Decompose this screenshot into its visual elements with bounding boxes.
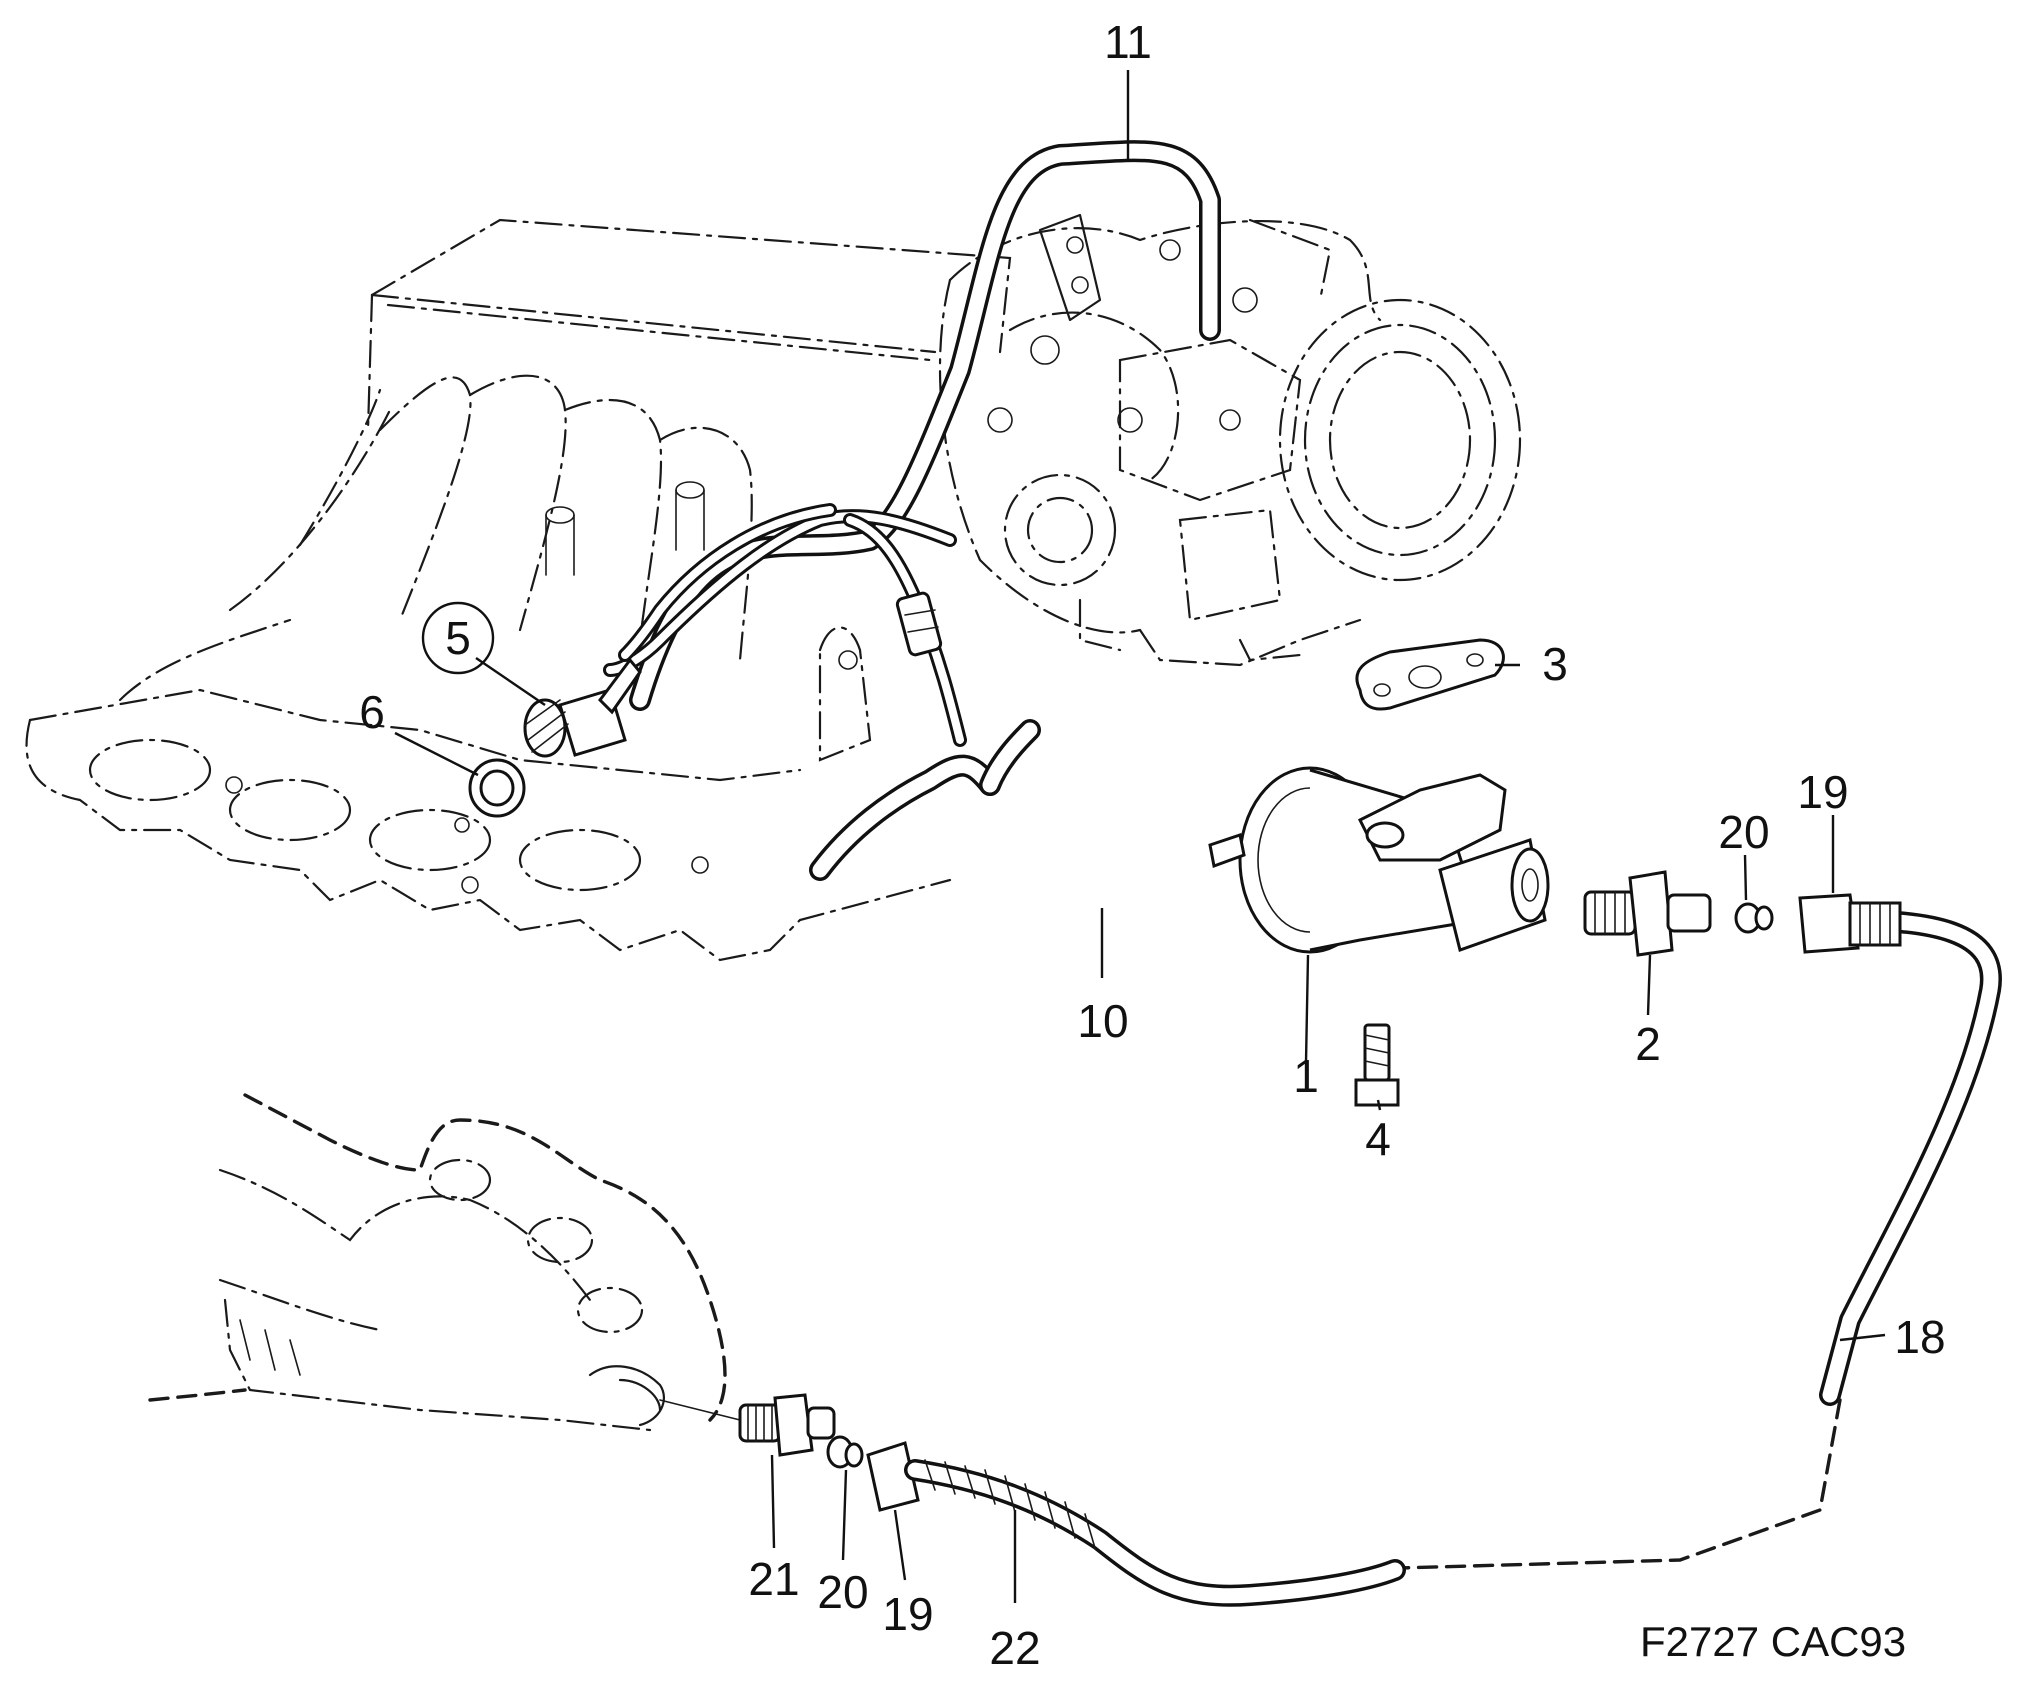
callout-22: 22: [989, 1622, 1040, 1674]
callout-19-lower: 19: [882, 1588, 933, 1640]
callout-11: 11: [1104, 16, 1152, 68]
sensor-part-5: [523, 657, 642, 758]
callout-2: 2: [1635, 1018, 1661, 1070]
callout-18: 18: [1894, 1311, 1945, 1363]
washer-part-20-lower: [826, 1435, 864, 1469]
callout-3: 3: [1542, 638, 1568, 690]
callout-6: 6: [359, 686, 385, 738]
callout-5: 5: [445, 612, 471, 664]
fitting-part-21: [659, 1393, 836, 1457]
washer-part-20-upper: [1734, 902, 1774, 934]
throttle-body: [938, 213, 1522, 667]
hose-part-18: [1398, 909, 2002, 1570]
callout-20-lower: 20: [817, 1566, 868, 1618]
figure-reference: F2727 CAC93: [1640, 1618, 1906, 1665]
callouts: 11 3 5 6 19 20 10 1 2 4 18 21 20 19 22: [359, 16, 1945, 1674]
callout-21: 21: [748, 1553, 799, 1605]
callout-5-circle: [421, 601, 495, 675]
hose-part-10: [809, 719, 1041, 881]
bolt-part-4: [1354, 1023, 1400, 1107]
callout-1: 1: [1293, 1050, 1319, 1102]
hose-clip: [895, 591, 943, 657]
intake-manifold: [25, 218, 1012, 962]
nut-part-19-lower: [866, 1441, 920, 1512]
exhaust-manifold: [148, 1093, 727, 1432]
gasket-part-3: [1355, 638, 1505, 711]
washer-part-6: [468, 758, 526, 818]
callout-19-upper: 19: [1797, 766, 1848, 818]
hose-part-22: [904, 1459, 1406, 1607]
nut-part-19-upper: [1798, 893, 1902, 954]
callout-10: 10: [1077, 995, 1128, 1047]
fitting-part-2: [1583, 870, 1712, 957]
leader-lines: [394, 70, 1886, 1603]
callout-20-upper: 20: [1718, 806, 1769, 858]
callout-4: 4: [1365, 1113, 1391, 1165]
valve-part-1: [1208, 766, 1550, 954]
